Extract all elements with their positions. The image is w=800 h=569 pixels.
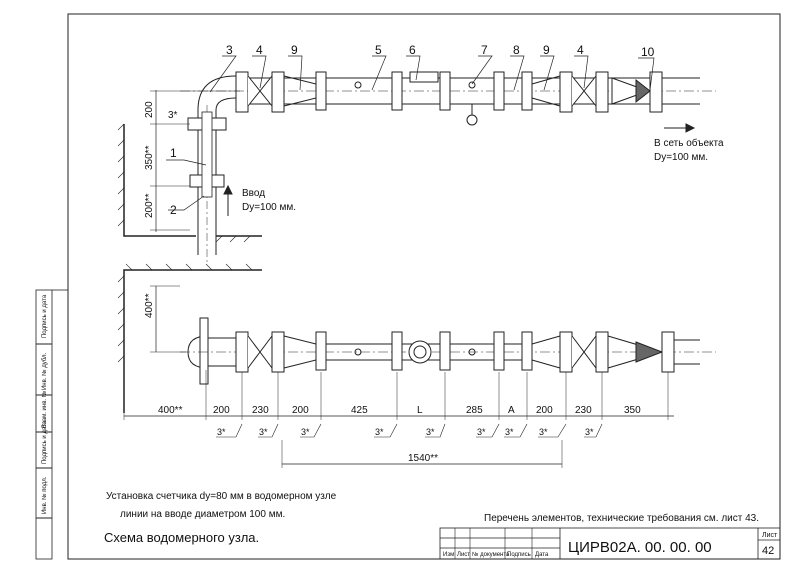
side-stamp: Подпись и дата — [42, 420, 48, 464]
side-stamp: Подпись и дата — [42, 294, 48, 338]
weld-leaders — [216, 423, 603, 438]
position-number: 4 — [577, 43, 584, 57]
title-col: Дата — [535, 552, 549, 558]
dimension-text: 350 — [624, 405, 641, 416]
position-number: 9 — [291, 43, 298, 57]
position-number: 5 — [375, 43, 382, 57]
weld-mark: 3* — [585, 427, 594, 437]
title-block-text: Изм Лист № документа Подпись Дата ЦИРВ02… — [443, 532, 778, 558]
title-col: Изм — [443, 552, 454, 558]
dimension-text: 200 — [213, 405, 230, 416]
weld-mark: 3* — [505, 427, 514, 437]
dimension-text: A — [508, 405, 515, 416]
sheet-label: Лист — [762, 532, 778, 539]
lower-scheme — [117, 263, 716, 413]
dimension-text: 425 — [351, 405, 368, 416]
position-number: 6 — [409, 43, 416, 57]
position-number: 8 — [513, 43, 520, 57]
title-col: Лист — [457, 552, 470, 558]
note-line: линии на вводе диаметром 100 мм. — [120, 509, 285, 520]
outlet-diameter: Dy=100 мм. — [654, 152, 708, 163]
dimension-text: 200 — [536, 405, 553, 416]
drawing-caption: Схема водомерного узла. — [104, 530, 259, 545]
elevation-dimension-line — [150, 90, 240, 232]
inlet-diameter: Dy=100 мм. — [242, 202, 296, 213]
position-number: 7 — [481, 43, 488, 57]
dimension-text: L — [417, 405, 423, 416]
inlet-label: Ввод — [242, 188, 265, 199]
weld-mark: 3* — [477, 427, 486, 437]
note-right: Перечень элементов, технические требован… — [484, 512, 759, 524]
side-stamp: Инв. № подл. — [41, 476, 48, 514]
elevation-dimensions: 200 3* 350** 200** — [144, 101, 178, 218]
weld-mark: 3* — [168, 110, 178, 121]
drawing-code: ЦИРВ02А. 00. 00. 00 — [568, 539, 712, 556]
weld-mark: 3* — [301, 427, 310, 437]
note-line: Установка счетчика dy=80 мм в водомерном… — [106, 491, 337, 502]
weld-mark: 3* — [217, 427, 226, 437]
position-number: 1 — [170, 146, 177, 160]
side-stamp: Инв. № дубл. — [41, 353, 48, 390]
dimension-text: 230 — [252, 405, 269, 416]
position-number: 3 — [226, 43, 233, 57]
dimension-values: 400** 400** 200 230 200 425 L 285 A 200 … — [144, 293, 641, 464]
title-col: Подпись — [507, 552, 531, 558]
outlet-label: В сеть объекта — [654, 137, 724, 149]
dimension-text: 200 — [144, 101, 155, 118]
weld-mark: 3* — [259, 427, 268, 437]
title-col: № документа — [472, 551, 510, 558]
dimension-text: 230 — [575, 405, 592, 416]
title-block — [439, 527, 781, 560]
position-number: 10 — [641, 45, 655, 59]
flow-arrows — [223, 123, 696, 216]
upper-leaders — [166, 55, 655, 211]
side-stamp: Взам. инв. № — [41, 391, 48, 428]
side-stamps: Подпись и дата Инв. № дубл. Взам. инв. №… — [41, 294, 48, 514]
position-number: 4 — [256, 43, 263, 57]
dimension-chain — [123, 285, 674, 468]
upper-scheme — [117, 71, 716, 262]
dimension-text: 285 — [466, 405, 483, 416]
dimension-text: 200 — [292, 405, 309, 416]
dimension-text: 400** — [158, 405, 183, 416]
sheet-frame — [35, 13, 781, 560]
annotations: Ввод Dy=100 мм. В сеть объекта Dy=100 мм… — [104, 137, 759, 545]
dimension-text: 350** — [144, 145, 155, 170]
position-number: 9 — [543, 43, 550, 57]
weld-mark: 3* — [375, 427, 384, 437]
dimension-text: 400** — [144, 293, 155, 318]
weld-mark: 3* — [539, 427, 548, 437]
position-number: 2 — [170, 203, 177, 217]
dimension-text: 200** — [144, 193, 155, 218]
position-numbers: 3 4 9 5 6 7 8 9 4 10 1 2 — [170, 43, 655, 217]
weld-mark: 3* — [426, 427, 435, 437]
sheet-number: 42 — [762, 545, 774, 557]
overall-dimension: 1540** — [408, 453, 438, 464]
